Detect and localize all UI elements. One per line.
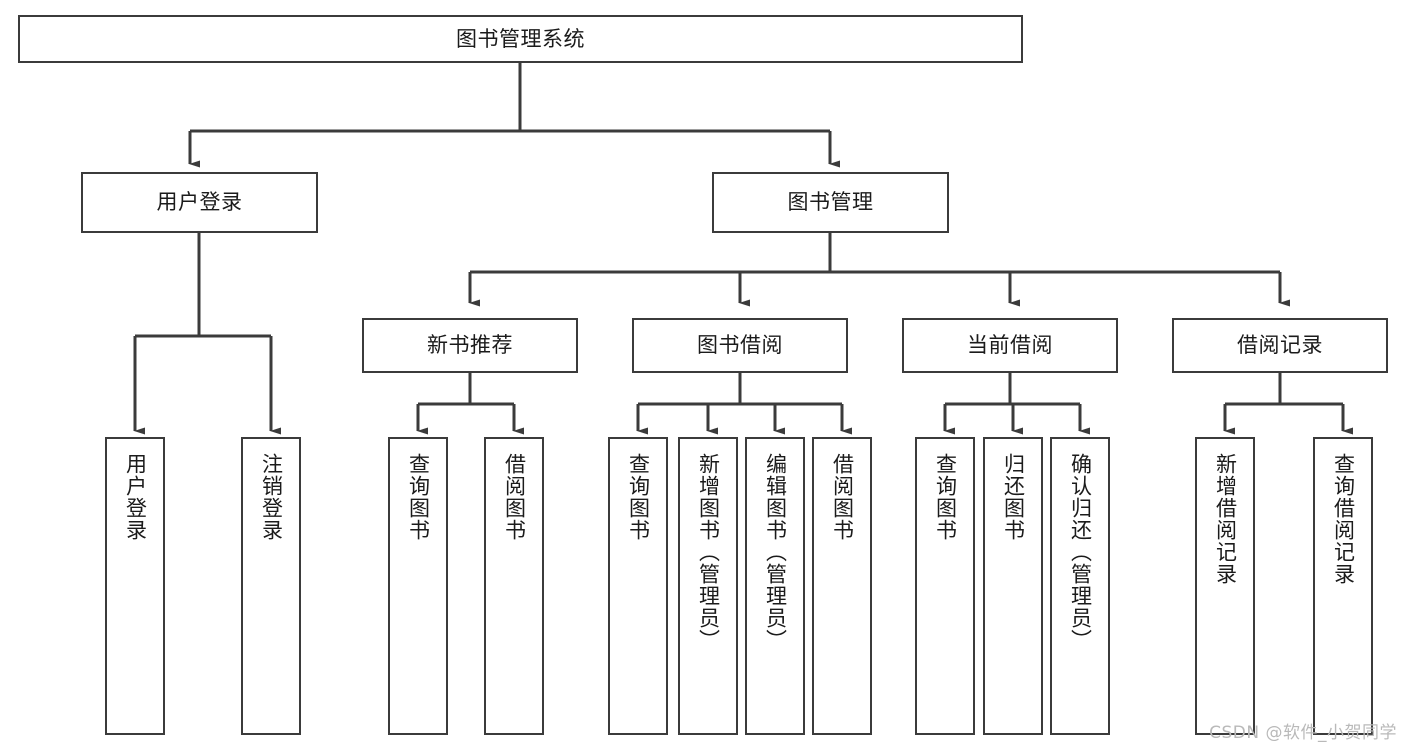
node-leaf-confirm-return-admin[interactable]: 确认归还（管理员） xyxy=(1050,437,1110,735)
node-leaf-edit-book-admin[interactable]: 编辑图书（管理员） xyxy=(745,437,805,735)
node-book-manage-label: 图书管理 xyxy=(787,190,874,215)
node-book-borrow[interactable]: 图书借阅 xyxy=(632,318,848,373)
node-current-borrow[interactable]: 当前借阅 xyxy=(902,318,1118,373)
node-leaf-query-book-2-label: 查询图书 xyxy=(626,453,651,541)
watermark-text: CSDN @软件_小贺同学 xyxy=(1209,723,1397,743)
node-leaf-add-book-admin-label: 新增图书（管理员） xyxy=(696,453,721,651)
node-book-manage[interactable]: 图书管理 xyxy=(712,172,949,233)
node-leaf-borrow-book-1[interactable]: 借阅图书 xyxy=(484,437,544,735)
node-book-borrow-label: 图书借阅 xyxy=(697,333,783,358)
node-new-book-recommend[interactable]: 新书推荐 xyxy=(362,318,578,373)
node-leaf-add-borrow-record[interactable]: 新增借阅记录 xyxy=(1195,437,1255,735)
node-leaf-borrow-book-1-label: 借阅图书 xyxy=(502,453,527,541)
node-leaf-user-logout-label: 注销登录 xyxy=(259,453,284,541)
node-root-label: 图书管理系统 xyxy=(456,26,585,51)
node-leaf-return-book[interactable]: 归还图书 xyxy=(983,437,1043,735)
node-leaf-borrow-book-2-label: 借阅图书 xyxy=(830,453,855,541)
node-borrow-record[interactable]: 借阅记录 xyxy=(1172,318,1388,373)
node-leaf-query-book-2[interactable]: 查询图书 xyxy=(608,437,668,735)
node-leaf-user-logout[interactable]: 注销登录 xyxy=(241,437,301,735)
node-leaf-query-book-3-label: 查询图书 xyxy=(933,453,958,541)
node-leaf-borrow-book-2[interactable]: 借阅图书 xyxy=(812,437,872,735)
node-leaf-query-book-3[interactable]: 查询图书 xyxy=(915,437,975,735)
node-borrow-record-label: 借阅记录 xyxy=(1237,333,1323,358)
node-leaf-edit-book-admin-label: 编辑图书（管理员） xyxy=(763,453,788,651)
node-leaf-return-book-label: 归还图书 xyxy=(1001,453,1026,541)
node-leaf-query-borrow-record-label: 查询借阅记录 xyxy=(1331,453,1356,585)
node-leaf-confirm-return-admin-label: 确认归还（管理员） xyxy=(1068,453,1093,651)
node-root[interactable]: 图书管理系统 xyxy=(18,15,1023,63)
node-user-login[interactable]: 用户登录 xyxy=(81,172,318,233)
node-leaf-add-book-admin[interactable]: 新增图书（管理员） xyxy=(678,437,738,735)
node-current-borrow-label: 当前借阅 xyxy=(967,333,1053,358)
node-leaf-query-book-1-label: 查询图书 xyxy=(406,453,431,541)
node-user-login-label: 用户登录 xyxy=(156,190,243,215)
node-leaf-user-login-label: 用户登录 xyxy=(123,453,148,541)
node-new-book-recommend-label: 新书推荐 xyxy=(427,333,513,358)
node-leaf-add-borrow-record-label: 新增借阅记录 xyxy=(1213,453,1238,585)
node-leaf-query-borrow-record[interactable]: 查询借阅记录 xyxy=(1313,437,1373,735)
node-leaf-user-login[interactable]: 用户登录 xyxy=(105,437,165,735)
node-leaf-query-book-1[interactable]: 查询图书 xyxy=(388,437,448,735)
